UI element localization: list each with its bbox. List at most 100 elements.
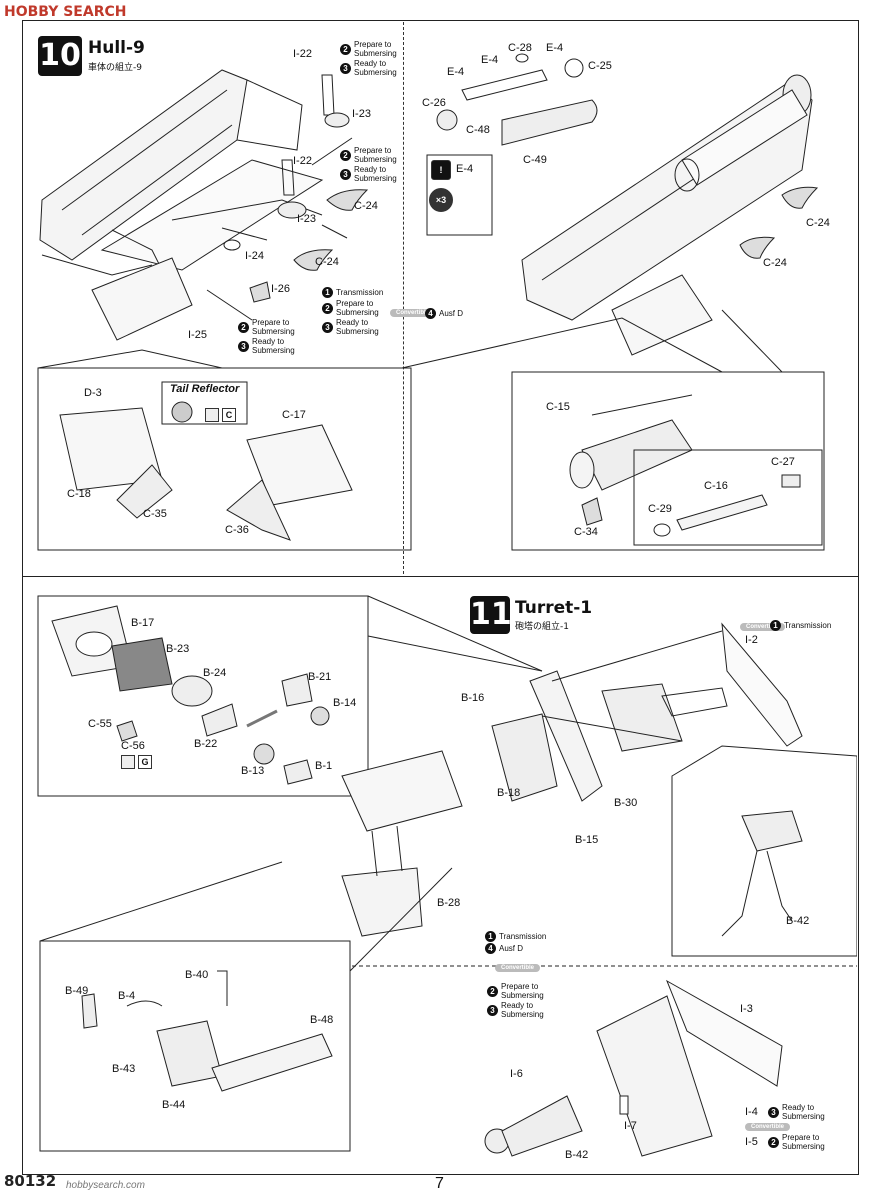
- part-c16: C-16: [704, 480, 728, 492]
- part-e4d: E-4: [456, 163, 474, 175]
- step10-drawing: [37, 53, 825, 551]
- part-i24: I-24: [245, 250, 264, 262]
- opt-ready: Ready to Submersing: [782, 1103, 825, 1121]
- part-c26: C-26: [422, 97, 446, 109]
- part-b40: B-40: [185, 969, 209, 981]
- step11-drawing: [37, 595, 857, 1157]
- paint-pen-icon-g: [121, 755, 135, 769]
- step11-title: Turret-1: [515, 598, 593, 618]
- part-c28: C-28: [508, 42, 532, 54]
- part-i23a: I-23: [352, 108, 371, 120]
- watermark-top-text: HOBBY SEARCH: [4, 4, 127, 20]
- part-c35: C-35: [143, 508, 167, 520]
- part-b42a: B-42: [786, 915, 810, 927]
- part-c55: C-55: [88, 718, 112, 730]
- part-e4a: E-4: [546, 42, 564, 54]
- convertible-badge-s11c: Convertible: [745, 1123, 791, 1131]
- part-b13: B-13: [241, 765, 265, 777]
- part-c24a: C-24: [354, 200, 378, 212]
- part-i23b: I-23: [297, 213, 316, 225]
- step10-title: Hull-9: [88, 38, 145, 58]
- kit-number: 80132: [4, 1172, 57, 1190]
- opt-prepare: Prepare to Submersing: [501, 982, 544, 1000]
- part-b15: B-15: [575, 834, 599, 846]
- part-c29: C-29: [648, 503, 672, 515]
- watermark-top: HOBBY SEARCH: [4, 4, 126, 20]
- paint-c-badge: C: [222, 408, 236, 422]
- part-d3: D-3: [84, 387, 102, 399]
- part-c36: C-36: [225, 524, 249, 536]
- step11-subtitle: 砲塔の組立-1: [515, 622, 569, 632]
- opt-ausfd: Ausf D: [499, 944, 524, 953]
- part-b22: B-22: [194, 738, 218, 750]
- part-c27: C-27: [771, 456, 795, 468]
- opt-ready: Ready to Submersing: [354, 165, 397, 183]
- part-i4: I-4: [745, 1106, 758, 1118]
- opt-transmission: Transmission: [336, 288, 384, 297]
- part-i22a: I-22: [293, 48, 312, 60]
- opt-ready: Ready to Submersing: [501, 1001, 544, 1019]
- part-c34: C-34: [574, 526, 598, 538]
- part-b14: B-14: [333, 697, 357, 709]
- opt-prepare: Prepare to Submersing: [354, 40, 397, 58]
- part-i6: I-6: [510, 1068, 523, 1080]
- part-b24: B-24: [203, 667, 227, 679]
- part-e4c: E-4: [447, 66, 465, 78]
- part-c24c: C-24: [806, 217, 830, 229]
- part-b49: B-49: [65, 985, 89, 997]
- opt-ausfd: Ausf D: [439, 309, 464, 318]
- watermark-bottom: 80132: [4, 1172, 56, 1190]
- opt-transmission: Transmission: [784, 621, 832, 630]
- part-c48: C-48: [466, 124, 490, 136]
- convertible-badge-s11b: Convertible: [495, 964, 541, 972]
- part-i5: I-5: [745, 1136, 758, 1148]
- opt-transmission: Transmission: [499, 932, 547, 941]
- watermark-site: hobbysearch.com: [66, 1180, 145, 1191]
- part-c49: C-49: [523, 154, 547, 166]
- part-b23: B-23: [166, 643, 190, 655]
- opt-ready: Ready to Submersing: [336, 318, 379, 336]
- part-b48: B-48: [310, 1014, 334, 1026]
- part-b43: B-43: [112, 1063, 136, 1075]
- part-c15: C-15: [546, 401, 570, 413]
- convertible-badge: Convertible: [390, 309, 436, 317]
- page-number: 7: [435, 1175, 444, 1192]
- paint-pen-icon: [205, 408, 219, 422]
- part-i7: I-7: [624, 1120, 637, 1132]
- step10-subtitle: 車体の組立-9: [88, 63, 142, 73]
- part-e4b: E-4: [481, 54, 499, 66]
- part-c25: C-25: [588, 60, 612, 72]
- opt-prepare: Prepare to Submersing: [252, 318, 295, 336]
- part-c17: C-17: [282, 409, 306, 421]
- warning-icon: !: [431, 160, 451, 180]
- step10-divider: [403, 22, 404, 574]
- opt-prepare: Prepare to Submersing: [336, 299, 379, 317]
- part-b18: B-18: [497, 787, 521, 799]
- part-i25: I-25: [188, 329, 207, 341]
- part-b42b: B-42: [565, 1149, 589, 1161]
- part-b4: B-4: [118, 990, 136, 1002]
- part-c56: C-56: [121, 740, 145, 752]
- part-i22b: I-22: [293, 155, 312, 167]
- part-c18: C-18: [67, 488, 91, 500]
- part-i2: I-2: [745, 634, 758, 646]
- part-b16: B-16: [461, 692, 485, 704]
- step11-number: 11: [470, 596, 512, 634]
- part-c24b: C-24: [315, 256, 339, 268]
- part-b21: B-21: [308, 671, 332, 683]
- part-b17: B-17: [131, 617, 155, 629]
- opt-ready: Ready to Submersing: [354, 59, 397, 77]
- multiply-badge: ×3: [429, 188, 453, 212]
- part-b30: B-30: [614, 797, 638, 809]
- part-b28: B-28: [437, 897, 461, 909]
- part-b1: B-1: [315, 760, 333, 772]
